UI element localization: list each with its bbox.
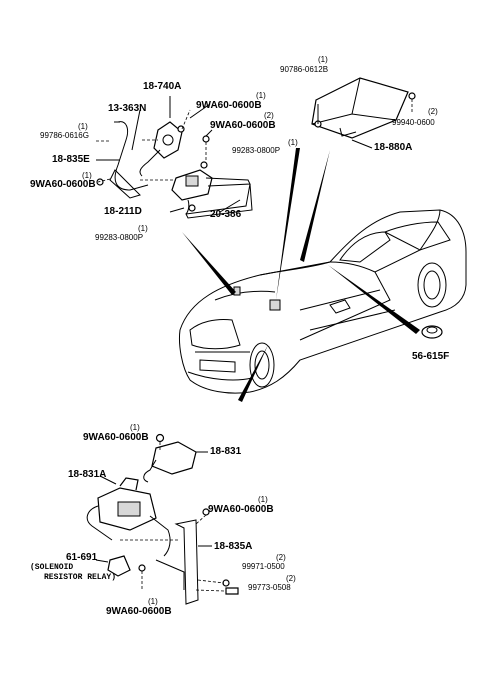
part-18-880a: 18-880A xyxy=(374,142,413,153)
qty-9wa-c: (1) xyxy=(82,171,92,180)
part-56-615f: 56-615F xyxy=(412,351,450,362)
part-9wa60-0600b-b: 9WA60-0600B xyxy=(210,120,276,131)
part-18-211d: 18-211D xyxy=(104,206,142,217)
part-90786-0612b: 90786-0612B xyxy=(280,65,329,74)
part-9wa60-0600b-e: 9WA60-0600B xyxy=(208,504,274,515)
car-illustration xyxy=(179,209,467,394)
qty-99940: (2) xyxy=(428,107,438,116)
qty-9wa-d: (1) xyxy=(130,423,140,432)
top-left-assembly xyxy=(96,96,253,219)
part-99773-0508: 99773-0508 xyxy=(248,583,291,592)
pointer-wedge-1 xyxy=(182,232,236,295)
note-solenoid: (SOLENOID xyxy=(30,563,74,572)
grommet xyxy=(421,325,443,339)
part-99283-0800p-b: 99283-0800P xyxy=(95,233,144,242)
qty-99786: (1) xyxy=(78,122,88,131)
qty-9wa-e: (1) xyxy=(258,495,268,504)
pointer-wedge-5 xyxy=(238,345,268,402)
qty-99773: (2) xyxy=(286,574,296,583)
part-9wa60-0600b-d: 9WA60-0600B xyxy=(83,432,149,443)
part-99786-0616g: 99786-0616G xyxy=(40,131,89,140)
qty-90786: (1) xyxy=(318,55,328,64)
part-9wa60-0600b-f: 9WA60-0600B xyxy=(106,606,172,617)
part-9wa60-0600b-a: 9WA60-0600B xyxy=(196,100,262,111)
part-18-835e: 18-835E xyxy=(52,154,90,165)
part-99971-0500: 99971-0500 xyxy=(242,562,285,571)
part-18-740a: 18-740A xyxy=(143,81,182,92)
part-18-831: 18-831 xyxy=(210,446,242,457)
qty-99971: (2) xyxy=(276,553,286,562)
part-99940-0600: 99940-0600 xyxy=(392,118,435,127)
note-resistor-relay: RESISTOR RELAY) xyxy=(44,573,117,582)
part-20-386: 20-386 xyxy=(210,209,242,220)
qty-99283-a: (1) xyxy=(288,138,298,147)
part-18-835a: 18-835A xyxy=(214,541,253,552)
part-61-691: 61-691 xyxy=(66,552,98,563)
qty-99283-b: (1) xyxy=(138,224,148,233)
part-9wa60-0600b-c: 9WA60-0600B xyxy=(30,179,96,190)
pointer-wedge-4 xyxy=(328,265,420,334)
pointer-wedge-2 xyxy=(276,148,300,300)
part-99283-0800p-a: 99283-0800P xyxy=(232,146,281,155)
part-18-831a: 18-831A xyxy=(68,469,107,480)
ecu-assembly xyxy=(311,77,416,149)
bottom-assembly xyxy=(86,433,239,605)
pointer-wedge-3 xyxy=(300,150,330,262)
qty-9wa-b: (2) xyxy=(264,111,274,120)
qty-9wa-f: (1) xyxy=(148,597,158,606)
part-13-363n: 13-363N xyxy=(108,103,147,114)
qty-9wa-a: (1) xyxy=(256,91,266,100)
